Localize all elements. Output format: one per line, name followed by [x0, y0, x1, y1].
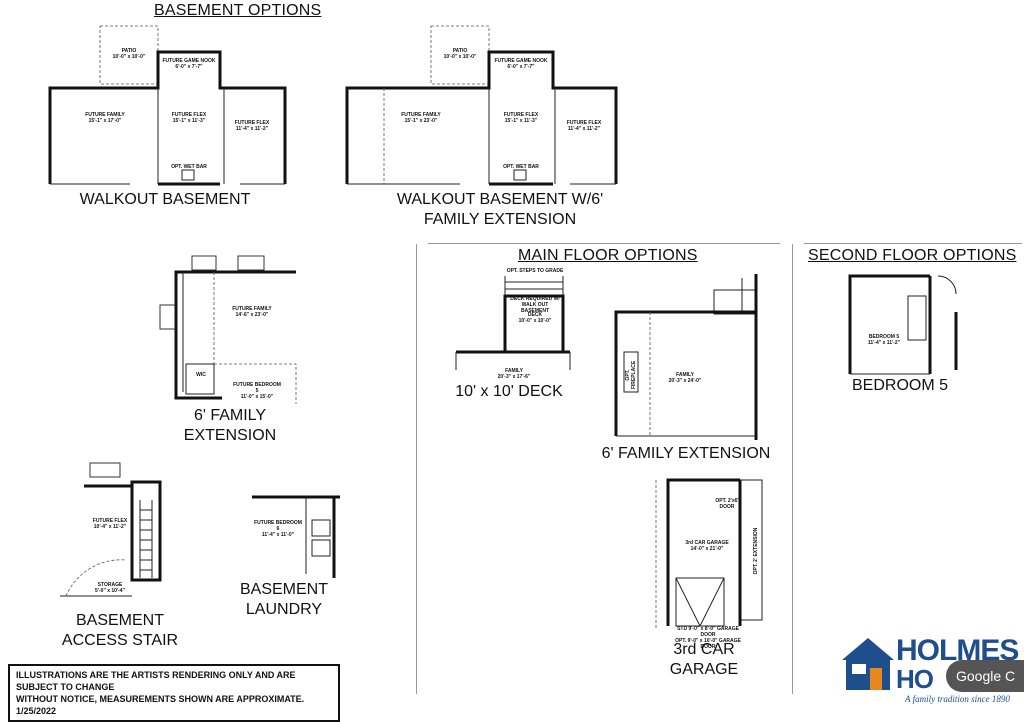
- room-label-fireplace: OPT. FIREPLACE: [625, 360, 637, 390]
- main-floor-options-heading: MAIN FLOOR OPTIONS: [518, 247, 698, 264]
- disclaimer-line2: WITHOUT NOTICE, MEASUREMENTS SHOWN ARE A…: [16, 694, 305, 716]
- main-floor-rule: [428, 243, 780, 244]
- walkout-basement-ext-caption: WALKOUT BASEMENT W/6'FAMILY EXTENSION: [396, 191, 604, 228]
- floorplan-drawings: [48, 25, 958, 630]
- section-divider-left: [416, 244, 417, 694]
- disclaimer-line1: ILLUSTRATIONS ARE THE ARTISTS RENDERING …: [16, 670, 296, 692]
- room-label-note: DECK REQUIRED W/ WALK OUT BASEMENT: [510, 296, 560, 314]
- basement-laundry-caption: BASEMENT LAUNDRY: [239, 581, 328, 618]
- google-badge-button[interactable]: Google C: [946, 660, 1024, 692]
- main-family-extension-caption: 6' FAMILY EXTENSION: [601, 445, 771, 462]
- walkout-basement-caption: WALKOUT BASEMENT: [79, 191, 251, 208]
- room-label-door: OPT. 2'x6' DOOR: [715, 498, 739, 510]
- room-label-steps: OPT. STEPS TO GRADE: [506, 268, 564, 274]
- logo-wordmark-2: HO: [896, 664, 934, 694]
- walkout-basement-plan: [48, 25, 287, 186]
- disclaimer-box: ILLUSTRATIONS ARE THE ARTISTS RENDERING …: [8, 664, 340, 722]
- second-floor-options-heading: SECOND FLOOR OPTIONS: [808, 247, 1017, 264]
- family-extension-plan: [159, 255, 297, 404]
- logo-tagline: A family tradition since 1890: [905, 694, 1010, 704]
- walkout-basement-ext-plan: [345, 25, 618, 186]
- deck-plan: [455, 276, 571, 370]
- room-label-extension: OPT. 2' EXTENSION: [753, 527, 759, 575]
- room-label-wic: WIC: [196, 372, 206, 378]
- basement-laundry-plan: [252, 495, 340, 578]
- access-stair-plan: [60, 462, 162, 597]
- basement-options-heading: BASEMENT OPTIONS: [154, 2, 322, 19]
- second-floor-rule: [804, 243, 1022, 244]
- section-divider-right: [792, 244, 793, 694]
- deck-caption: 10' x 10' DECK: [455, 383, 563, 400]
- room-label-wet-bar: OPT. WET BAR: [171, 164, 207, 170]
- room-label-wet-bar: OPT. WET BAR: [503, 164, 539, 170]
- bedroom5-caption: BEDROOM 5: [851, 377, 948, 394]
- bedroom5-plan: [848, 274, 958, 375]
- main-family-extension-plan: [614, 274, 758, 440]
- garage-plan: [655, 478, 763, 630]
